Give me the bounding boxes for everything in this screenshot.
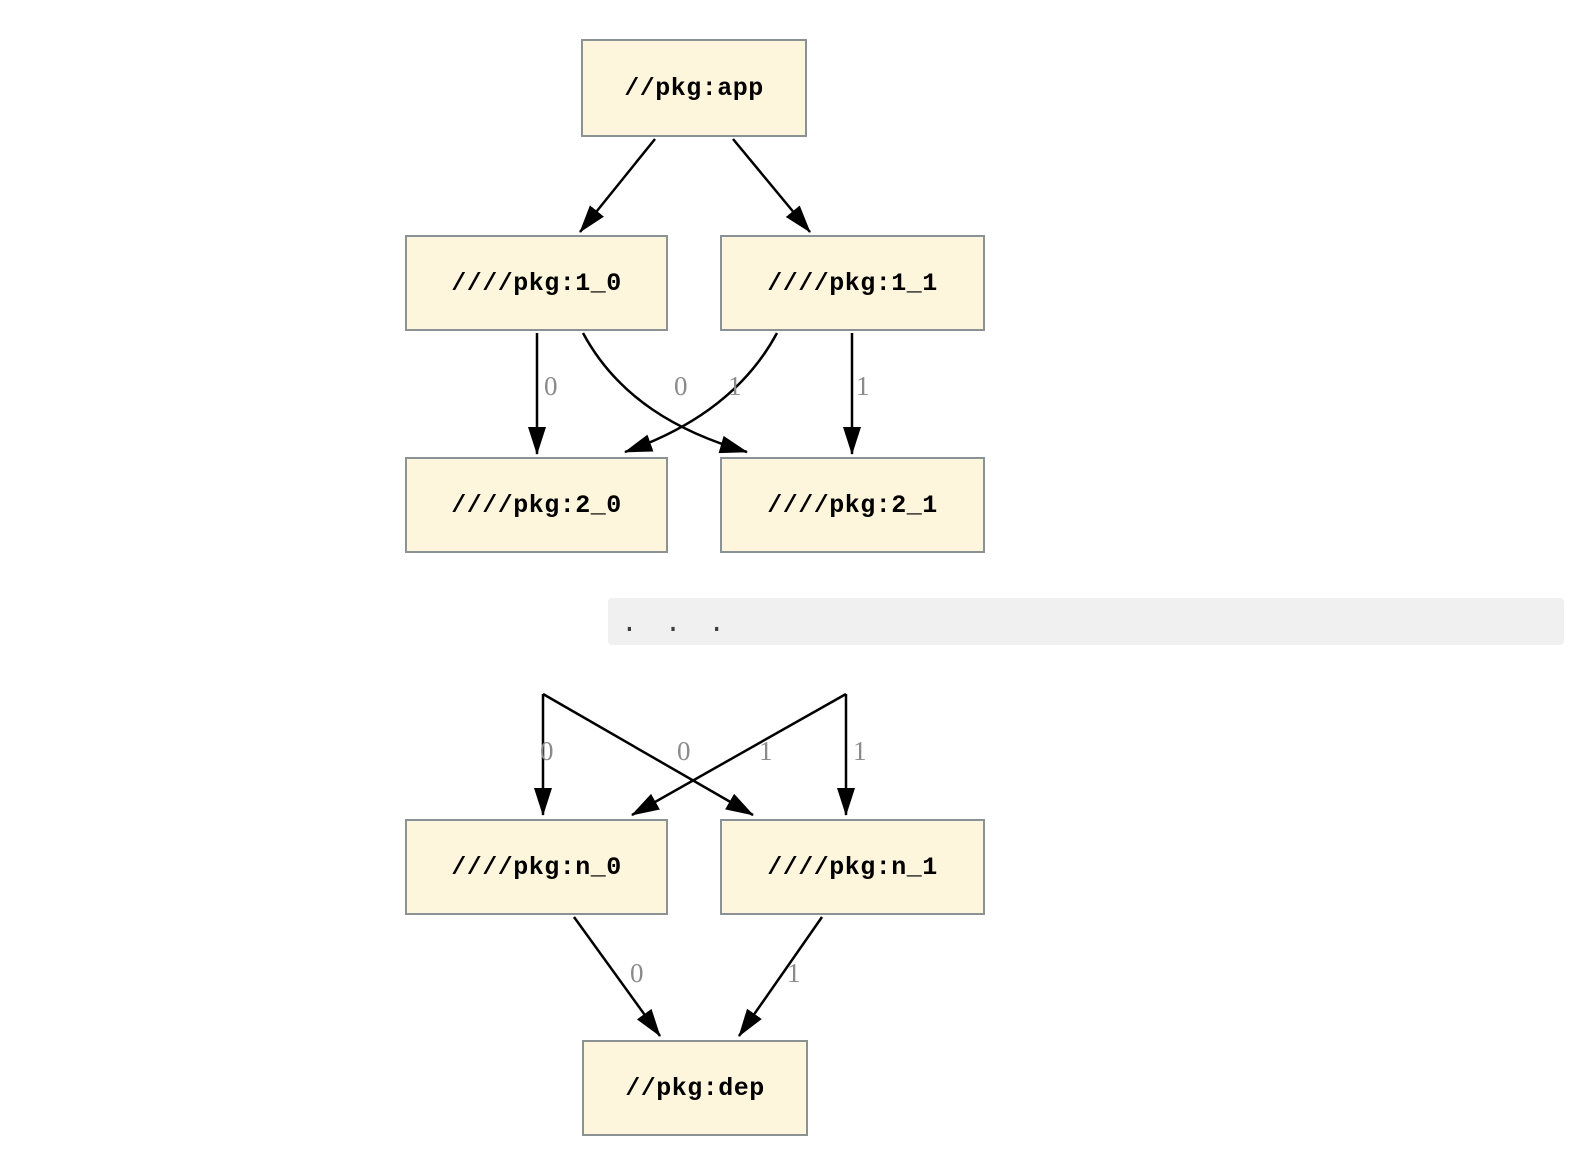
node-pkg-1_0: ////pkg:1_0 [405, 235, 668, 331]
edge-label-1_0-2_0: 0 [544, 371, 558, 401]
edge-label-right-n_1: 1 [853, 736, 867, 766]
node-label: ////pkg:2_0 [451, 490, 622, 520]
edge-ellipsis-left-to-n_1 [542, 692, 754, 817]
edge-label-right-n_0: 0 [677, 736, 691, 766]
node-pkg-1_1: ////pkg:1_1 [720, 235, 985, 331]
node-pkg-2_1: ////pkg:2_1 [720, 457, 985, 553]
node-label: ////pkg:n_1 [767, 852, 938, 882]
edge-label-1_1-2_1: 1 [856, 371, 870, 401]
edge-ellipsis-right-to-n_0 [631, 692, 847, 817]
node-label: ////pkg:n_0 [451, 852, 622, 882]
node-label: ////pkg:1_0 [451, 268, 622, 298]
edge-label-left-n_0: 0 [540, 736, 554, 766]
node-label: //pkg:dep [625, 1073, 765, 1103]
edge-label-n_0-dep: 0 [630, 958, 644, 988]
node-label: ////pkg:1_1 [767, 268, 938, 298]
ellipsis-dots: . . . [621, 609, 731, 640]
node-label: ////pkg:2_1 [767, 490, 938, 520]
edge-label-n_1-dep: 1 [787, 958, 801, 988]
node-pkg-2_0: ////pkg:2_0 [405, 457, 668, 553]
node-pkg-n_0: ////pkg:n_0 [405, 819, 668, 915]
ellipsis-bar: . . . [608, 598, 1564, 645]
node-pkg-dep: //pkg:dep [582, 1040, 808, 1136]
edge-label-1_1-2_0: 0 [674, 371, 688, 401]
node-pkg-n_1: ////pkg:n_1 [720, 819, 985, 915]
edge-n_1-to-dep [737, 916, 824, 1037]
edge-app-to-1_0 [579, 138, 656, 233]
node-label: //pkg:app [624, 73, 764, 103]
edge-label-1_0-2_1: 1 [728, 371, 742, 401]
edge-n_0-to-dep [572, 916, 662, 1037]
edge-app-to-1_1 [732, 138, 811, 233]
node-pkg-app: //pkg:app [581, 39, 807, 137]
edge-1_0-to-2_1 [581, 332, 748, 454]
edge-1_1-to-2_0 [624, 332, 779, 454]
edge-label-left-n_1: 1 [759, 736, 773, 766]
